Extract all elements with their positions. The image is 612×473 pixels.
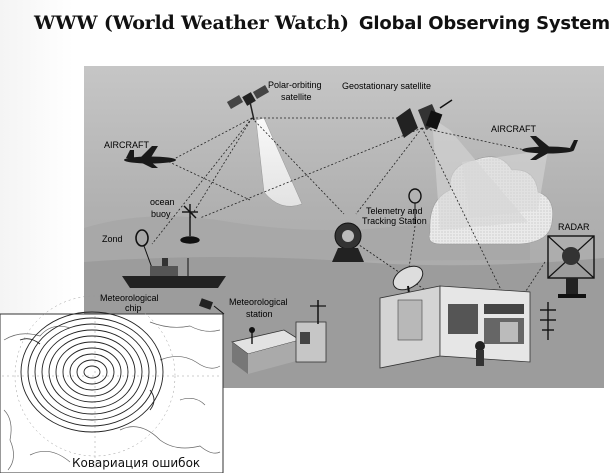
title-part-2: Global Observing System	[358, 13, 610, 34]
label-aircraft-right: AIRCRAFT	[491, 124, 537, 134]
ship-icon	[122, 258, 226, 288]
cloud-band	[84, 216, 530, 262]
label-zond: Zond	[102, 234, 123, 244]
inset-caption: Ковариация ошибок	[72, 456, 200, 470]
label-met-chip-line2: chip	[125, 303, 142, 313]
anemometer-icon	[540, 302, 556, 340]
page-title: WWW (World Weather Watch) Global Observin…	[34, 12, 610, 34]
label-ocean-line2: buoy	[151, 209, 171, 219]
title-part-1: WWW (World Weather Watch)	[34, 12, 349, 34]
ocean-buoy-icon	[180, 204, 200, 244]
radar-icon	[547, 235, 595, 298]
label-aircraft-left: AIRCRAFT	[104, 140, 150, 150]
polar-satellite-icon	[226, 85, 270, 121]
processing-building-icon	[379, 285, 531, 369]
covariance-contours	[19, 311, 164, 433]
covariance-map-inset: Ковариация ошибок	[0, 295, 224, 473]
telemetry-dish-icon	[332, 188, 422, 262]
aircraft-left-icon	[124, 146, 176, 168]
label-met-chip-line1: Meteorological	[100, 293, 159, 303]
label-ocean-line1: ocean	[150, 197, 175, 207]
label-telemetry-line2: Tracking Station	[362, 216, 427, 226]
label-polar-line2: satellite	[281, 92, 312, 102]
label-radar: RADAR	[558, 222, 590, 232]
label-telemetry-line1: Telemetry and	[366, 206, 423, 216]
label-geostationary: Geostationary satellite	[342, 81, 431, 91]
meteorological-station-icon	[231, 300, 327, 374]
label-met-station-line2: station	[246, 309, 273, 319]
zond-balloon-icon	[135, 229, 153, 269]
polar-satellite-beam	[255, 117, 303, 207]
label-met-station-line1: Meteorological	[229, 297, 288, 307]
aircraft-right-icon	[522, 136, 578, 160]
geostationary-satellite-icon	[396, 99, 453, 138]
geostationary-beam	[432, 118, 528, 230]
meteorological-chip-icon	[198, 298, 225, 315]
label-polar-line1: Polar-orbiting	[268, 80, 322, 90]
